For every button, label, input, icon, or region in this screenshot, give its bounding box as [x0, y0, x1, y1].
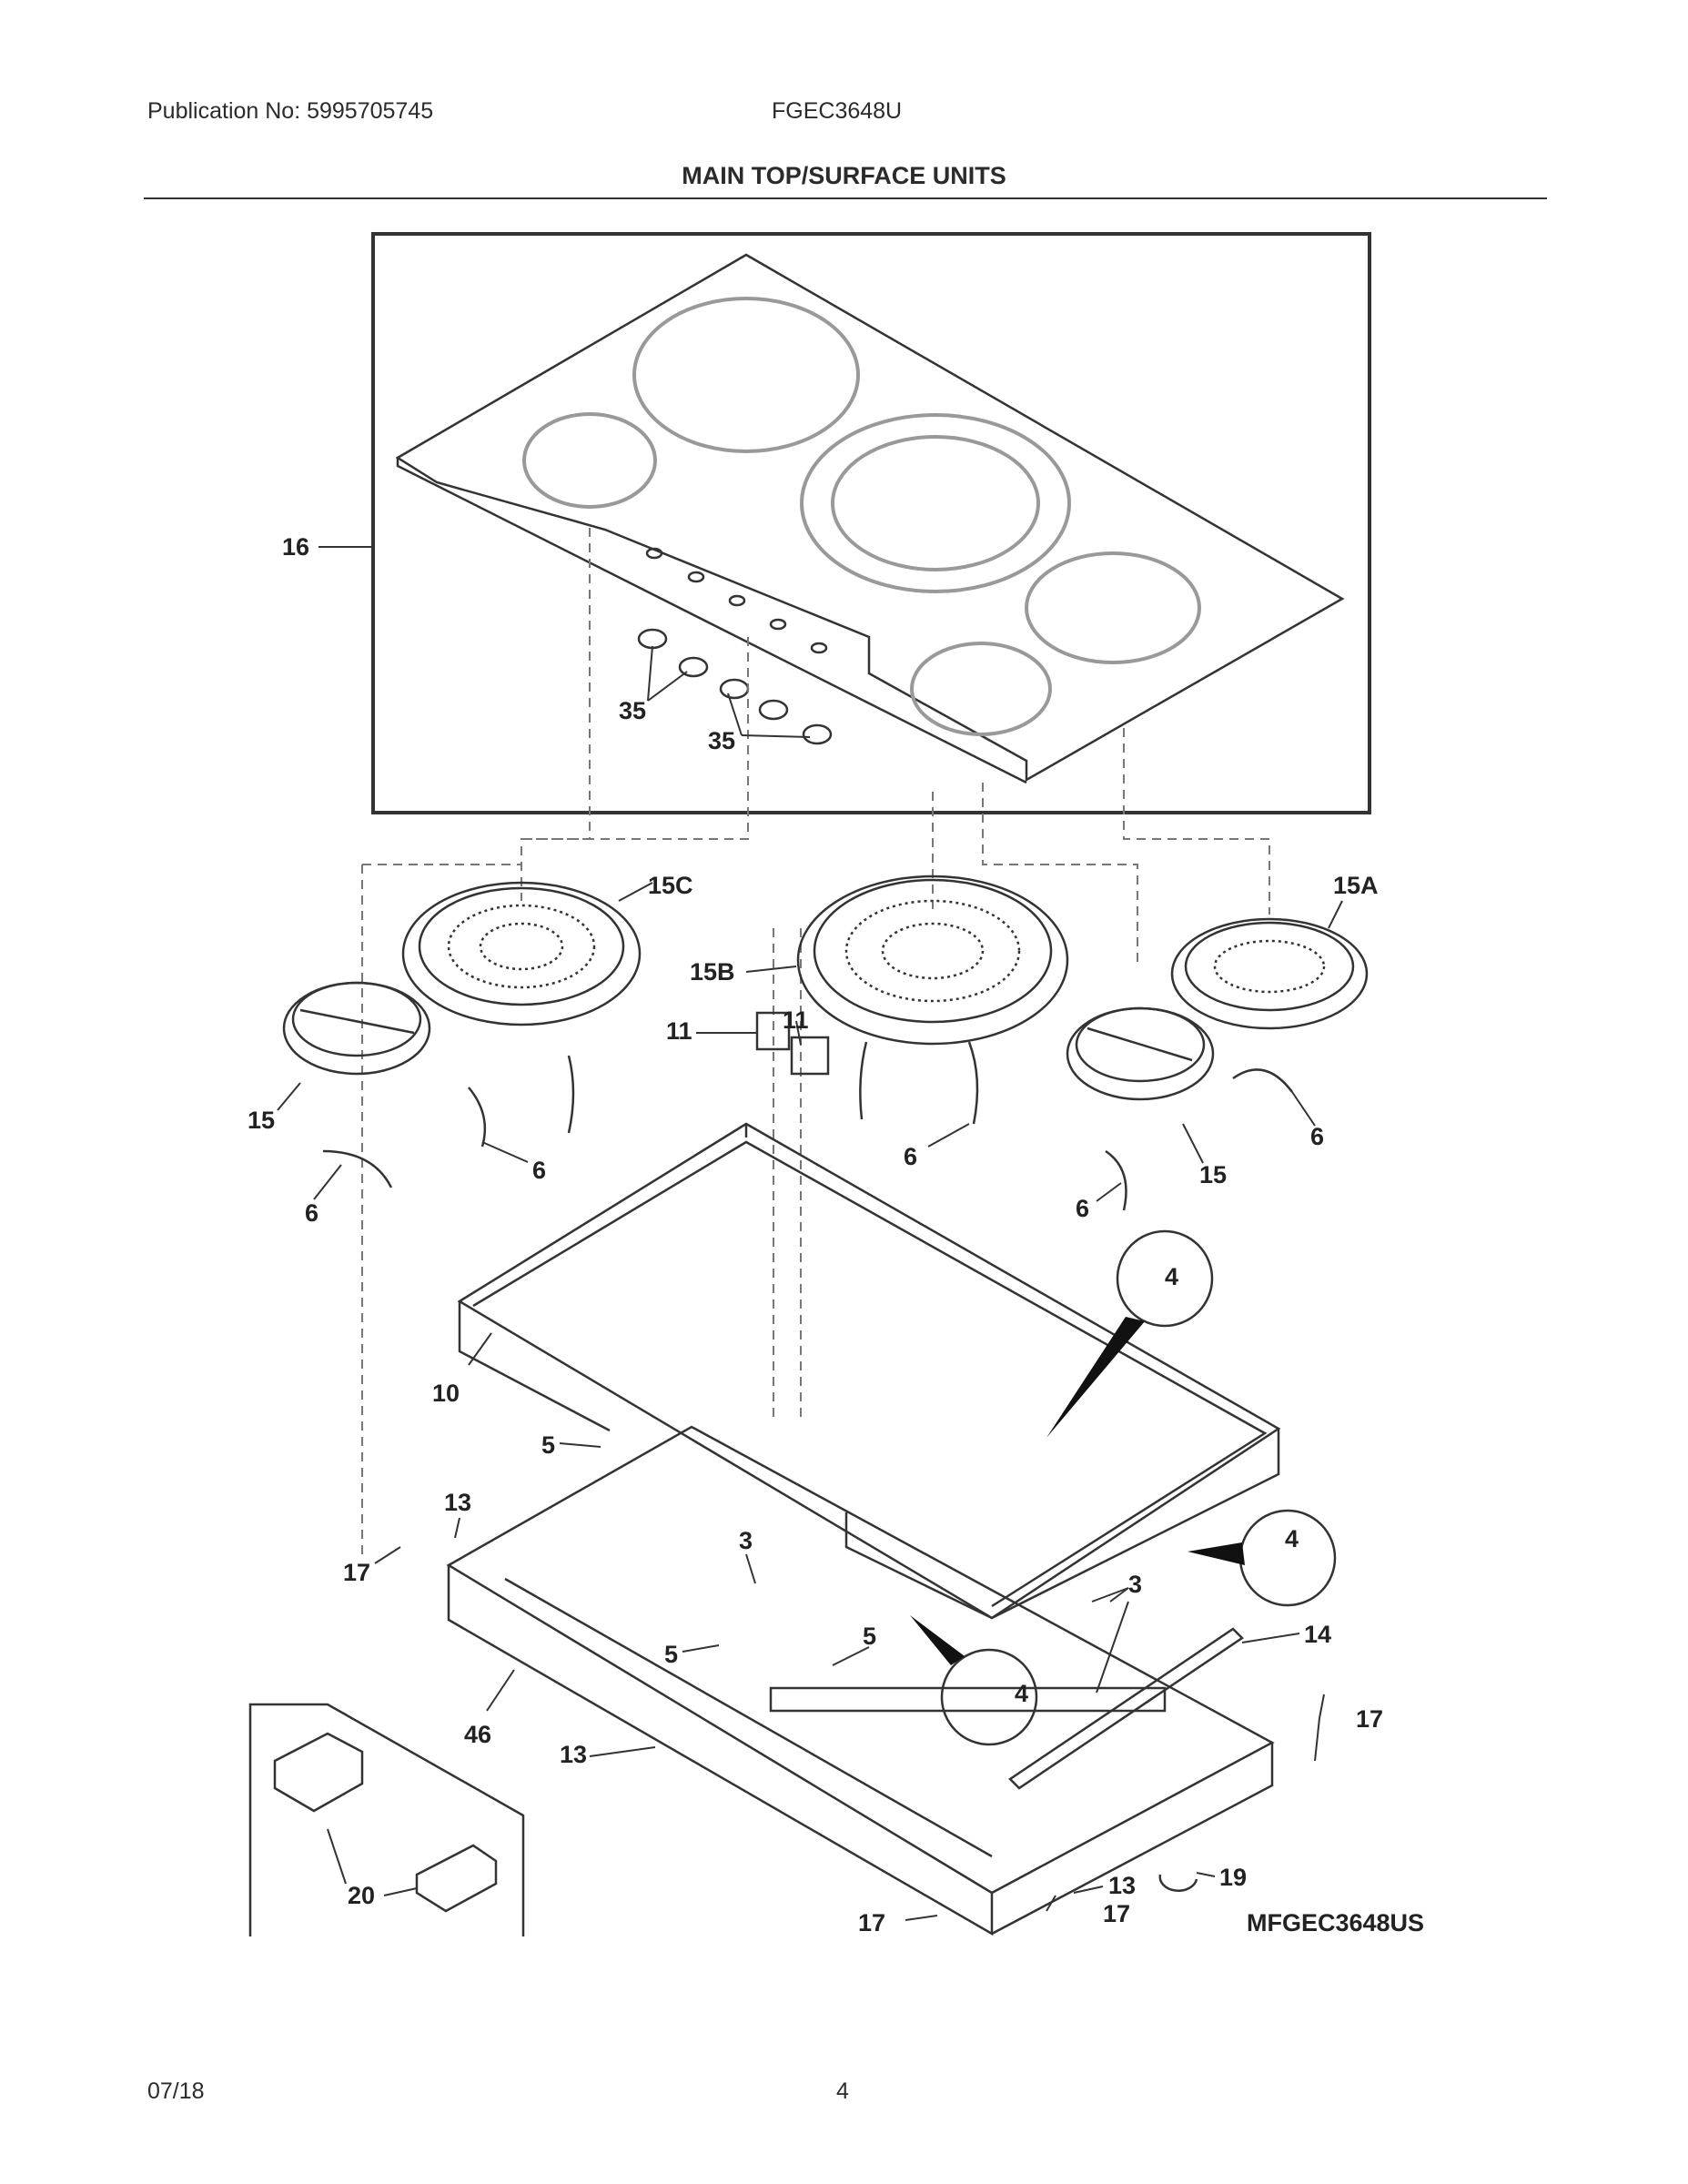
- detail-circle-upper: [1116, 1229, 1214, 1328]
- burner-ring-rear-left: [632, 297, 860, 453]
- header-rule: [144, 197, 1547, 199]
- callout-15: 15: [248, 1107, 275, 1134]
- clip-g: [1105, 1149, 1127, 1211]
- burner-ring-small-left: [522, 412, 657, 509]
- detail-circle-lower: [940, 1648, 1038, 1746]
- callout-6: 6: [904, 1143, 917, 1170]
- clip-a: [468, 1087, 487, 1148]
- callout-6: 6: [532, 1157, 546, 1184]
- callout-5: 5: [863, 1623, 876, 1650]
- clip-d: [859, 1041, 868, 1120]
- terminal-block-left: [755, 1011, 791, 1051]
- callout-20: 20: [348, 1882, 375, 1909]
- callout-6: 6: [1310, 1123, 1324, 1150]
- callout-16: 16: [282, 533, 309, 561]
- element-15C: [401, 881, 642, 1026]
- glass-cooktop: [395, 253, 1345, 783]
- callout-17: 17: [1356, 1705, 1383, 1733]
- callout-4: 4: [1015, 1680, 1028, 1707]
- callout-19: 19: [1219, 1864, 1247, 1891]
- callout-3: 3: [739, 1527, 753, 1554]
- bracket-3: [769, 1686, 1167, 1713]
- page-number: 4: [836, 2078, 849, 2104]
- callout-46: 46: [464, 1721, 491, 1748]
- callout-13: 13: [444, 1489, 471, 1516]
- callout-11: 11: [783, 1006, 809, 1034]
- burner-ring-center-outer: [800, 413, 1071, 593]
- callout-4: 4: [1165, 1263, 1178, 1290]
- clip-c: [322, 1149, 393, 1188]
- callout-6: 6: [1076, 1195, 1089, 1222]
- callout-17: 17: [858, 1909, 885, 1936]
- strain-relief-19: [1158, 1874, 1198, 1892]
- callout-6: 6: [305, 1199, 318, 1227]
- model-number: FGEC3648U: [772, 98, 903, 124]
- callout-11: 11: [666, 1017, 692, 1045]
- footer-date: 07/18: [147, 2078, 205, 2104]
- callout-3: 3: [1128, 1571, 1142, 1598]
- callout-35: 35: [619, 697, 646, 724]
- callout-15: 15: [1199, 1161, 1227, 1188]
- callout-35: 35: [708, 727, 735, 754]
- drawing-id: MFGEC3648US: [1247, 1909, 1424, 1936]
- callout-5: 5: [664, 1641, 678, 1668]
- clip-e: [967, 1041, 979, 1125]
- callout-15B: 15B: [690, 958, 735, 986]
- panel-20-upper: [273, 1732, 364, 1813]
- clip-b: [567, 1055, 575, 1134]
- burner-ring-front: [910, 642, 1052, 736]
- page-title: MAIN TOP/SURFACE UNITS: [682, 162, 1006, 189]
- callout-5: 5: [541, 1431, 555, 1459]
- callout-13: 13: [560, 1741, 587, 1768]
- burner-ring-right: [1025, 551, 1201, 664]
- element-15A: [1170, 917, 1369, 1030]
- callout-13: 13: [1108, 1872, 1136, 1899]
- burner-ring-center-inner: [831, 435, 1040, 571]
- clip-f: [1232, 1068, 1293, 1093]
- callout-17: 17: [343, 1559, 370, 1586]
- panel-20-frame: [248, 1703, 525, 1936]
- callout-4: 4: [1285, 1525, 1299, 1552]
- grommets: [637, 628, 833, 745]
- callout-15C: 15C: [648, 872, 693, 899]
- main-chassis: [446, 1425, 1275, 1895]
- control-holes: [645, 547, 828, 654]
- callout-15A: 15A: [1333, 872, 1379, 899]
- element-15B: [796, 875, 1069, 1046]
- callout-10: 10: [432, 1380, 460, 1407]
- panel-20-lower: [415, 1844, 498, 1913]
- bracket-14: [1008, 1627, 1244, 1790]
- callout-17: 17: [1103, 1900, 1130, 1927]
- publication-number: Publication No: 5995705745: [147, 98, 434, 124]
- terminal-block-right: [790, 1036, 830, 1076]
- callout-14: 14: [1304, 1621, 1331, 1648]
- glass-top-frame: [371, 232, 1371, 814]
